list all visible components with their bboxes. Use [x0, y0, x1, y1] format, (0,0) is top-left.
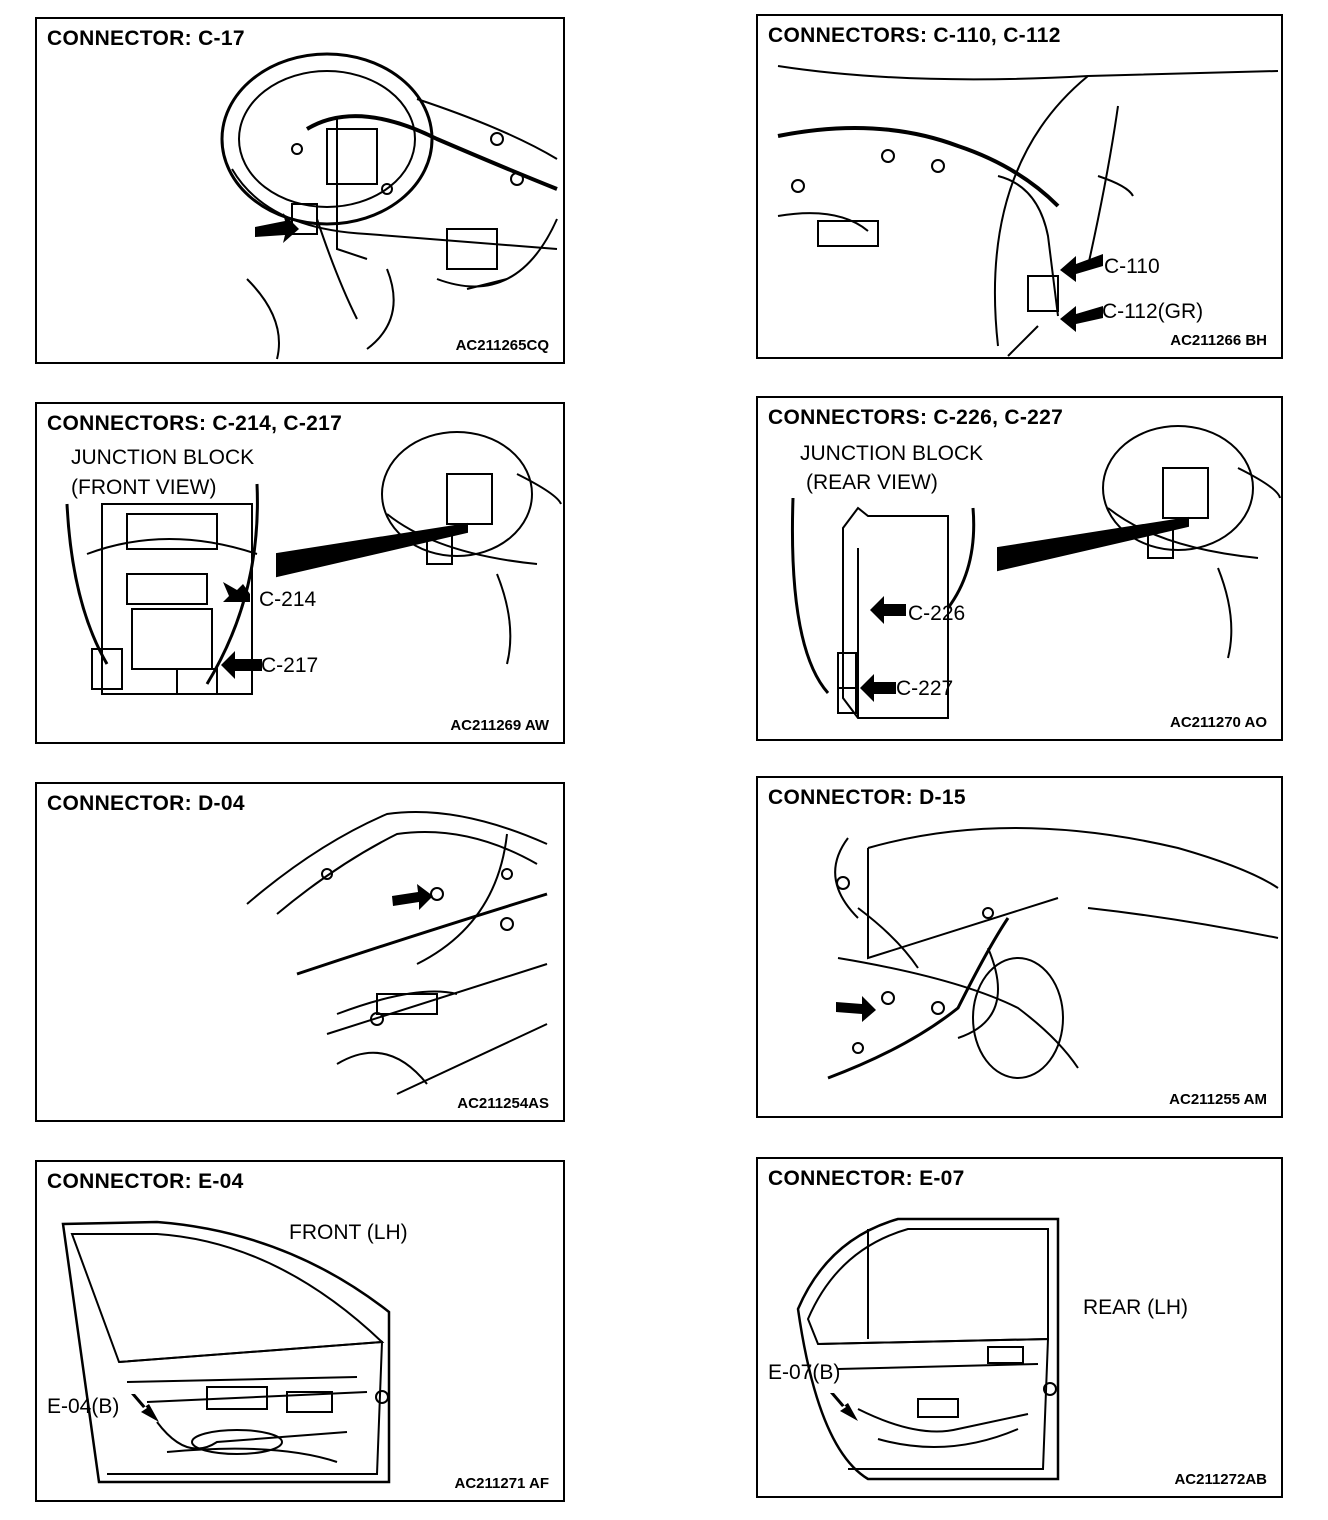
- panel-connector-e07: CONNECTOR: E-07 REAR (LH) E-07(B) AC2112…: [756, 1157, 1283, 1498]
- figure-code: AC211255 AM: [1169, 1091, 1267, 1108]
- arrow-icon: [836, 996, 876, 1022]
- figure-code: AC211266 BH: [1170, 332, 1267, 349]
- panel-title: CONNECTOR: D-04: [47, 792, 245, 815]
- figure-code: AC211271 AF: [454, 1475, 550, 1492]
- label-rear-lh: REAR (LH): [1083, 1296, 1189, 1319]
- panel-connector-d15: CONNECTOR: D-15 AC211255 AM: [756, 776, 1283, 1118]
- label-c226: C-226: [908, 602, 966, 625]
- figure-code: AC211270 AO: [1169, 714, 1267, 731]
- panel-title: CONNECTORS: C-110, C-112: [768, 24, 1061, 47]
- junction-block-rear-drawing: [790, 425, 1281, 719]
- windshield-pillar-harness-drawing: [246, 811, 548, 1095]
- label-e04: E-04(B): [47, 1395, 120, 1418]
- panel-connectors-c110-c112: CONNECTORS: C-110, C-112 C-110 C-112(GR)…: [756, 14, 1283, 359]
- label-c227: C-227: [896, 677, 954, 700]
- front-door-drawing: [61, 1220, 391, 1484]
- panel-title: CONNECTOR: D-15: [768, 786, 966, 809]
- label-c112: C-112(GR): [1102, 300, 1204, 323]
- label-front-view: (FRONT VIEW): [71, 476, 217, 499]
- arrow-icon: [131, 1394, 159, 1422]
- panel-title: CONNECTORS: C-214, C-217: [47, 412, 343, 435]
- panel-title: CONNECTORS: C-226, C-227: [768, 406, 1064, 429]
- figure-code: AC211272AB: [1174, 1471, 1267, 1488]
- label-c214: C-214: [259, 588, 317, 611]
- figure-code: AC211265CQ: [455, 337, 549, 354]
- arrow-icon: [1060, 254, 1103, 332]
- panel-title: CONNECTOR: E-07: [768, 1167, 965, 1190]
- panel-connector-e04: CONNECTOR: E-04 FRONT (LH) E-04(B) AC211…: [35, 1160, 565, 1502]
- panel-connectors-c214-c217: CONNECTORS: C-214, C-217 JUNCTION BLOCK …: [35, 402, 565, 744]
- label-rear-view: (REAR VIEW): [806, 471, 938, 494]
- label-junction-block: JUNCTION BLOCK: [71, 446, 255, 469]
- dashboard-harness-drawing: [220, 52, 558, 360]
- junction-block-front-drawing: [65, 431, 562, 695]
- arrow-icon: [392, 884, 433, 910]
- figure-code: AC211269 AW: [450, 717, 549, 734]
- figure-code: AC211254AS: [457, 1095, 549, 1112]
- panel-connector-d04: CONNECTOR: D-04 AC211254AS: [35, 782, 565, 1122]
- panel-connector-c17: CONNECTOR: C-17 AC211265CQ: [35, 17, 565, 364]
- console-harness-drawing: [777, 65, 1279, 357]
- arrow-icon: [860, 596, 906, 702]
- arrow-icon: [830, 1393, 858, 1421]
- panel-connectors-c226-c227: CONNECTORS: C-226, C-227 JUNCTION BLOCK …: [756, 396, 1283, 741]
- panel-title: CONNECTOR: E-04: [47, 1170, 244, 1193]
- rear-quarter-harness-drawing: [827, 827, 1279, 1080]
- label-junction-block: JUNCTION BLOCK: [800, 442, 984, 465]
- label-c110: C-110: [1104, 255, 1160, 278]
- rear-door-drawing: [796, 1217, 1060, 1481]
- label-c217: C-217: [261, 654, 319, 677]
- label-e07: E-07(B): [768, 1361, 841, 1384]
- label-front-lh: FRONT (LH): [289, 1221, 408, 1244]
- panel-title: CONNECTOR: C-17: [47, 27, 245, 50]
- arrow-icon: [221, 582, 262, 679]
- arrow-icon: [255, 213, 299, 243]
